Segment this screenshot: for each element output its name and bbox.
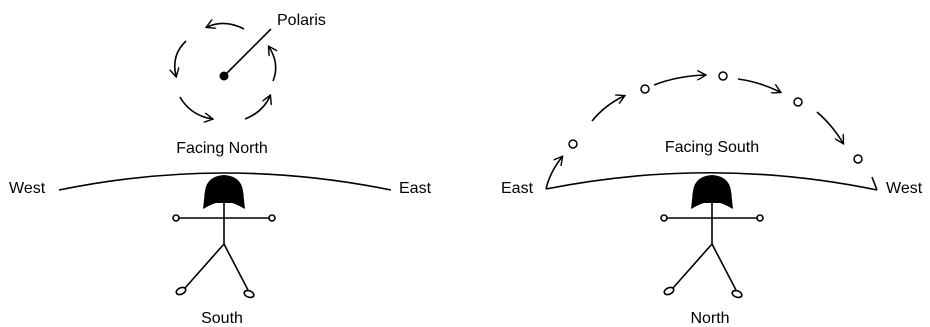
- polaris-pointer-line: [223, 28, 272, 77]
- horizon-end-tick: [871, 176, 878, 191]
- circumpolar-rotation-arrows: [175, 23, 276, 119]
- facing-south-label: Facing South: [665, 139, 759, 156]
- observer-hand-right: [756, 214, 764, 222]
- observer-ear-left: [692, 191, 698, 197]
- observer-figure-left: [172, 175, 276, 299]
- observer-hair: [203, 175, 245, 209]
- celestial-path-arrows: [545, 75, 843, 190]
- observer-ear-left: [204, 191, 210, 197]
- observer-hand-left: [660, 214, 668, 222]
- observer-hand-left: [172, 214, 180, 222]
- horizon-east-label-right: East: [501, 180, 534, 197]
- observer-hair: [691, 175, 733, 209]
- behind-north-label: North: [690, 310, 729, 327]
- sky-object-position-1: [568, 139, 578, 149]
- path-arrow-1: [545, 157, 562, 190]
- observer-foot-left: [663, 286, 675, 296]
- sky-object-position-2: [640, 84, 650, 94]
- left-panel-facing-north: Polaris Facing North West East South: [9, 12, 432, 327]
- observer-ear-right: [726, 191, 732, 197]
- celestial-object-positions: [568, 71, 863, 164]
- behind-south-label: South: [201, 310, 243, 327]
- path-arrow-3: [653, 75, 705, 86]
- rotation-arrow-bottom-left: [179, 96, 212, 119]
- path-arrow-4: [737, 78, 780, 92]
- polaris-label: Polaris: [277, 12, 326, 29]
- observer-leg-right: [223, 243, 249, 291]
- observer-leg-right: [711, 243, 737, 291]
- horizon-arc-right: [545, 171, 878, 191]
- observer-leg-left: [672, 243, 713, 289]
- observer-leg-left: [184, 243, 225, 289]
- right-panel-facing-south: Facing South East West North: [501, 72, 923, 327]
- facing-north-label: Facing North: [176, 140, 268, 157]
- sky-object-position-3: [718, 71, 728, 81]
- observer-figure-right: [660, 175, 764, 299]
- horizon-east-label-left: East: [399, 180, 432, 197]
- observer-ear-right: [238, 191, 244, 197]
- polaris-star-dot: [219, 71, 229, 81]
- horizon-west-label-right: West: [886, 180, 923, 197]
- observer-foot-right: [731, 289, 743, 299]
- observer-foot-left: [175, 286, 187, 296]
- rotation-arrow-bottom-right: [244, 96, 270, 120]
- horizon-arc-left: [58, 172, 392, 191]
- path-arrow-5: [816, 111, 843, 143]
- rotation-arrow-top: [207, 23, 245, 30]
- rotation-arrow-left: [175, 40, 187, 76]
- sky-object-position-5: [853, 154, 863, 164]
- observer-foot-right: [243, 289, 255, 299]
- horizon-west-label-left: West: [9, 180, 46, 197]
- sky-object-position-4: [793, 97, 803, 107]
- observer-hand-right: [268, 214, 276, 222]
- rotation-arrow-right: [269, 47, 276, 82]
- path-arrow-2: [591, 96, 624, 122]
